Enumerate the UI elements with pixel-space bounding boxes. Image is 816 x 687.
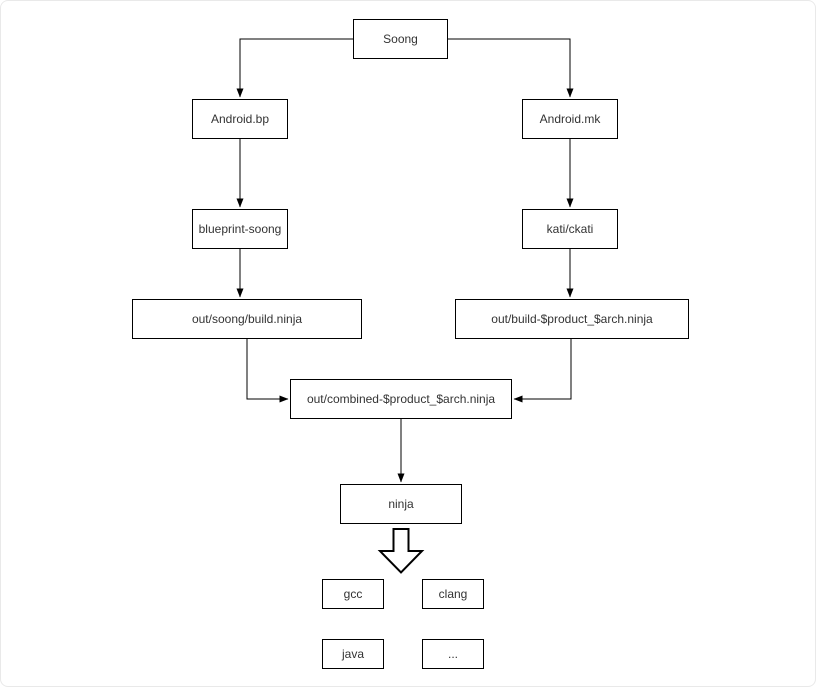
connector-out-soong-ninja-to-out-combined <box>246 339 289 403</box>
node-out-soong-build-ninja: out/soong/build.ninja <box>132 299 362 339</box>
node-out-combined-product-arch-ninja: out/combined-$product_$arch.ninja <box>290 379 512 419</box>
connector-soong-to-android-bp <box>236 38 353 98</box>
node-java-label: java <box>341 647 364 661</box>
node-soong-label: Soong <box>383 32 418 46</box>
connector-soong-to-android-mk <box>448 38 574 98</box>
node-android-bp: Android.bp <box>192 99 288 139</box>
node-clang: clang <box>422 579 484 609</box>
connector-out-build-ninja-to-out-combined <box>513 339 572 403</box>
node-java: java <box>322 639 384 669</box>
block-arrow-down-icon <box>377 528 425 574</box>
node-android-bp-label: Android.bp <box>210 112 270 126</box>
node-android-mk-label: Android.mk <box>539 112 601 126</box>
node-blueprint-soong-label: blueprint-soong <box>198 222 282 236</box>
node-kati-ckati-label: kati/ckati <box>546 222 594 236</box>
node-gcc-label: gcc <box>343 587 363 601</box>
node-out-build-product-arch-ninja-label: out/build-$product_$arch.ninja <box>491 312 653 326</box>
node-out-combined-product-arch-ninja-label: out/combined-$product_$arch.ninja <box>306 392 496 406</box>
node-ninja: ninja <box>340 484 462 524</box>
node-gcc: gcc <box>322 579 384 609</box>
node-soong: Soong <box>353 19 448 59</box>
node-ninja-label: ninja <box>388 497 414 511</box>
node-out-soong-build-ninja-label: out/soong/build.ninja <box>191 312 303 326</box>
node-blueprint-soong: blueprint-soong <box>192 209 288 249</box>
node-kati-ckati: kati/ckati <box>522 209 618 249</box>
node-out-build-product-arch-ninja: out/build-$product_$arch.ninja <box>455 299 689 339</box>
node-android-mk: Android.mk <box>522 99 618 139</box>
node-ellipsis-label: ... <box>447 647 458 661</box>
node-ellipsis: ... <box>422 639 484 669</box>
node-clang-label: clang <box>438 587 468 601</box>
